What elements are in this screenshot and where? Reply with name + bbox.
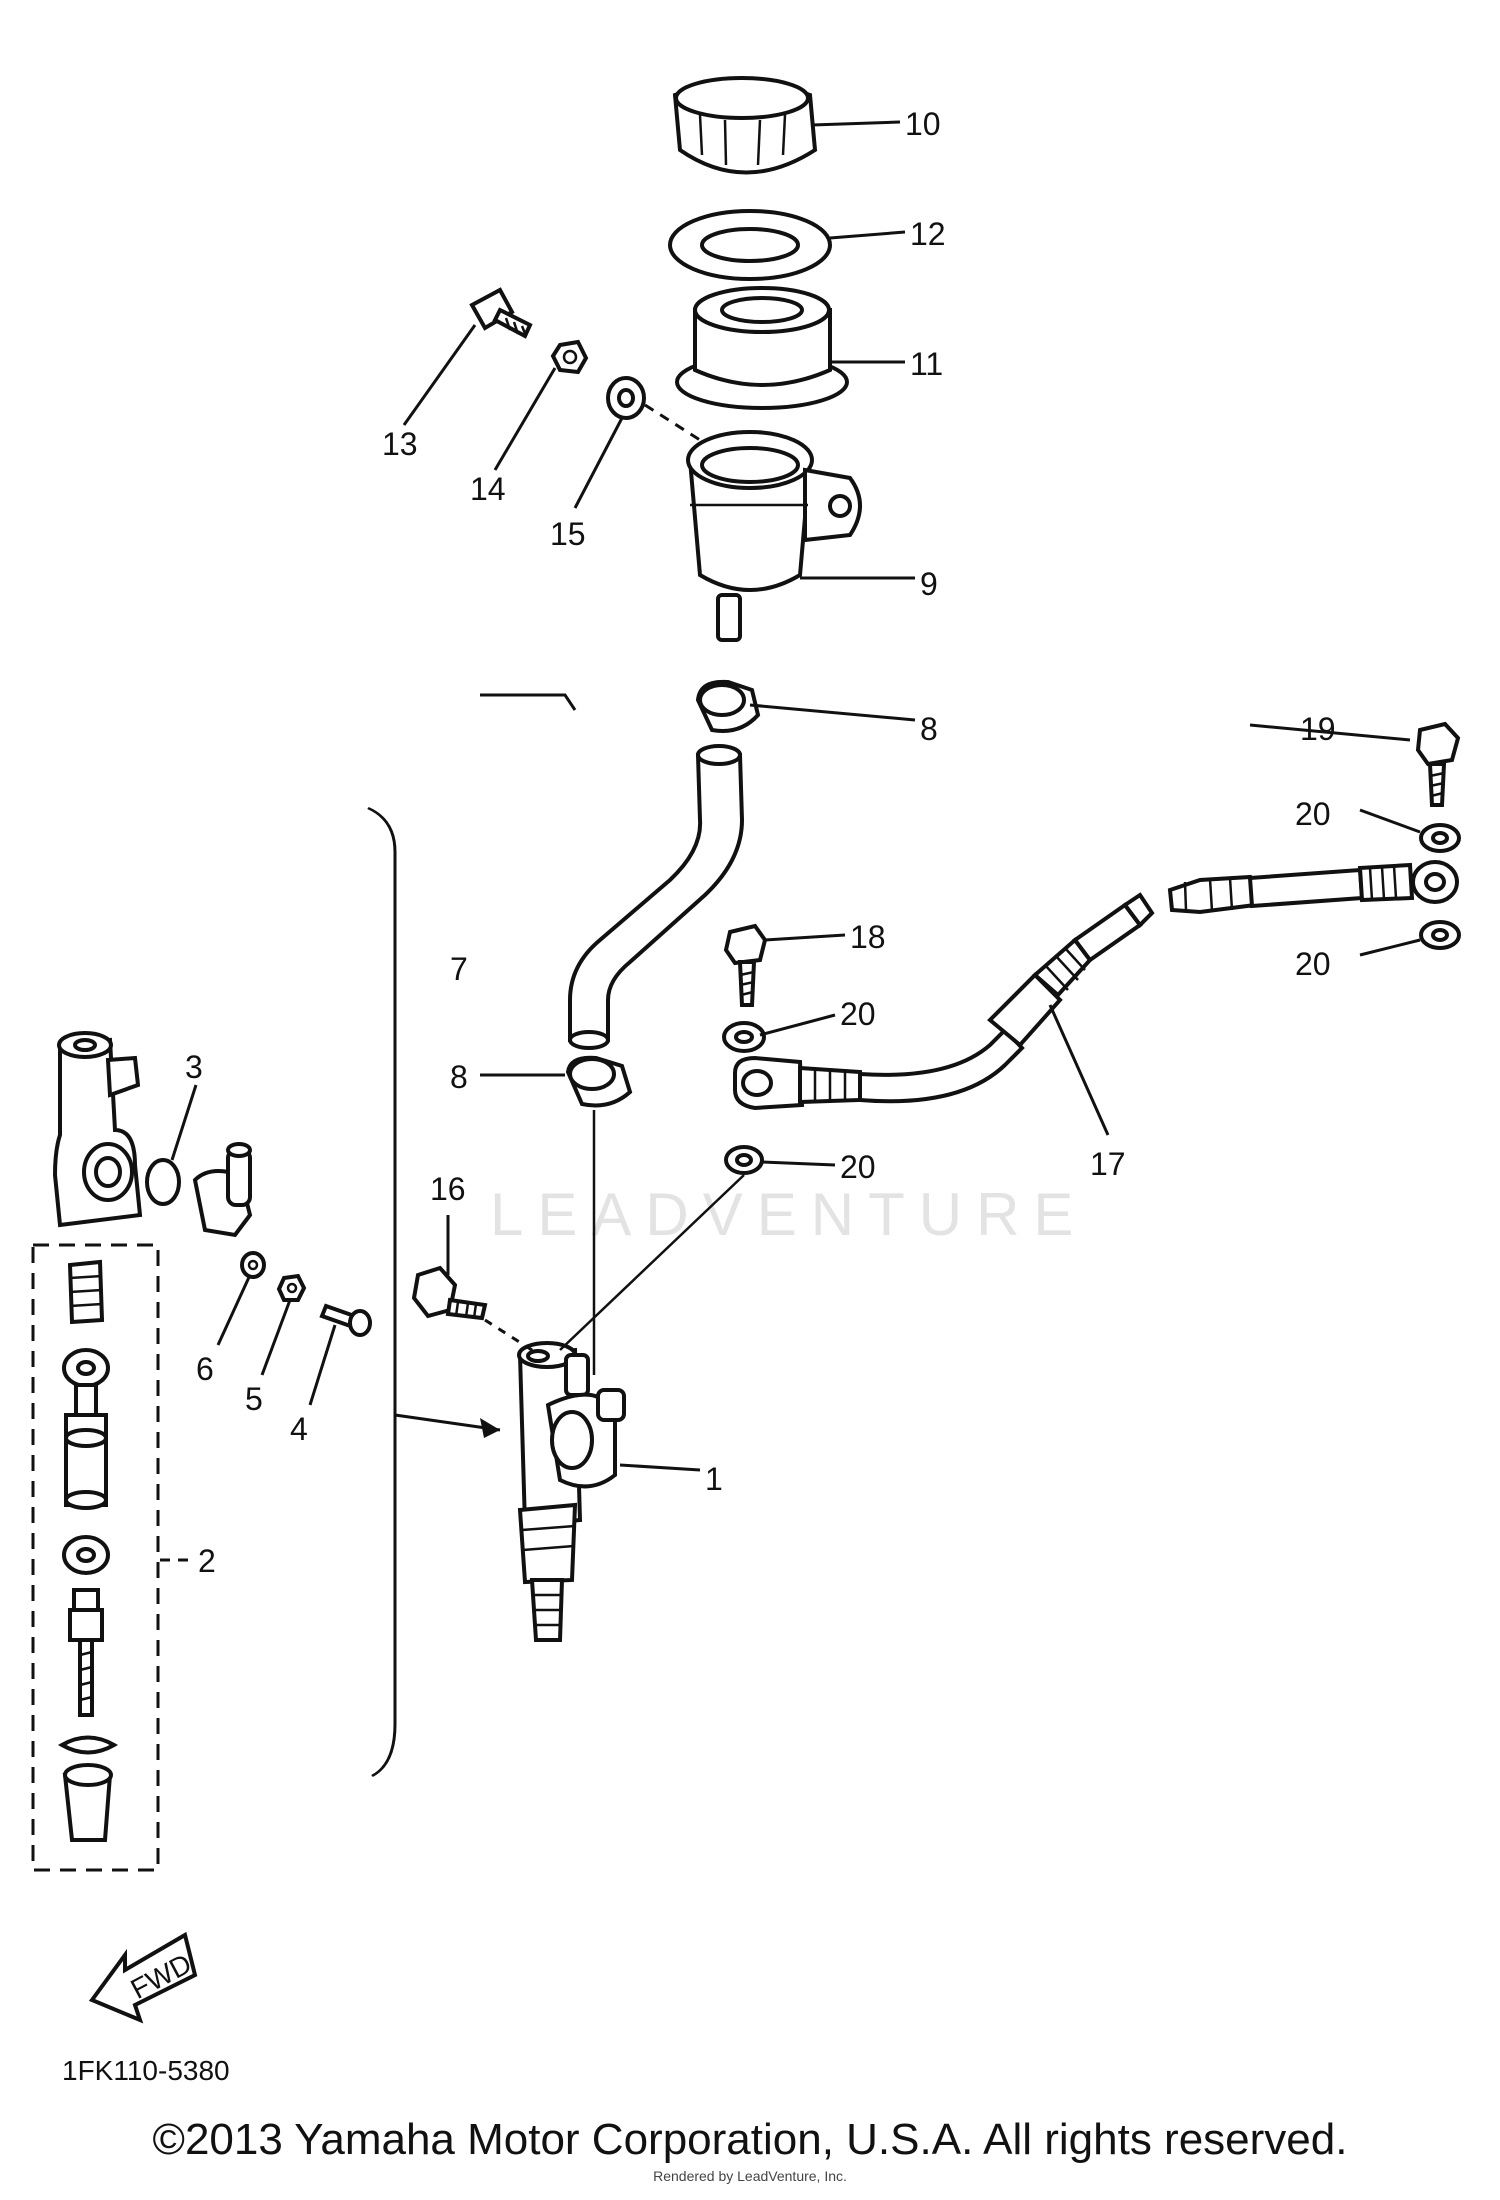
callout-20-c: 20	[840, 996, 876, 1032]
callout-17: 17	[1090, 1146, 1126, 1182]
callout-5: 5	[245, 1381, 263, 1417]
cylinder-kit[interactable]	[57, 1259, 119, 1842]
master-cylinder[interactable]	[517, 1341, 626, 1642]
reservoir-hose[interactable]	[568, 744, 745, 1050]
callout-4: 4	[290, 1411, 308, 1447]
callout-19: 19	[1300, 711, 1336, 747]
callout-10: 10	[905, 106, 941, 142]
watermark: LEADVENTURE	[490, 1181, 1087, 1248]
copper-washer-1[interactable]	[722, 1021, 766, 1053]
diaphragm[interactable]	[675, 286, 849, 410]
brake-hose[interactable]	[733, 892, 1155, 1111]
cylinder-body[interactable]	[52, 1031, 143, 1228]
caliper-fitting[interactable]	[1167, 860, 1459, 915]
diaphragm-plate[interactable]	[668, 209, 832, 281]
callout-7: 7	[450, 951, 468, 987]
joint-washer[interactable]	[240, 1251, 266, 1279]
joint-bolt[interactable]	[319, 1303, 372, 1337]
copper-washer-3[interactable]	[1419, 823, 1461, 853]
copper-washer-2[interactable]	[724, 1145, 764, 1175]
reservoir-washer[interactable]	[606, 376, 646, 420]
callout-18: 18	[850, 919, 886, 955]
reservoir-nut[interactable]	[550, 339, 589, 375]
callout-3: 3	[185, 1049, 203, 1085]
reservoir-screw[interactable]	[469, 287, 533, 339]
callout-11: 11	[910, 346, 943, 382]
callout-15: 15	[550, 516, 586, 552]
callout-2: 2	[198, 1543, 216, 1579]
callout-20-a: 20	[1295, 796, 1331, 832]
rendered-by: Rendered by LeadVenture, Inc.	[653, 2168, 847, 2184]
joint-nut[interactable]	[276, 1273, 307, 1302]
callout-20-b: 20	[1295, 946, 1331, 982]
reservoir-cap[interactable]	[672, 76, 818, 175]
hose-joint[interactable]	[192, 1142, 253, 1238]
callout-8-lower: 8	[450, 1059, 468, 1095]
hose-clamp-upper[interactable]	[695, 679, 761, 733]
reservoir[interactable]	[686, 430, 862, 642]
union-bolt[interactable]	[411, 1265, 488, 1321]
fwd-arrow-icon: FWD	[88, 1931, 198, 2024]
callout-8-upper: 8	[920, 711, 938, 747]
callout-12: 12	[910, 216, 946, 252]
callout-1: 1	[705, 1461, 723, 1497]
diagram-code: 1FK110-5380	[62, 2055, 230, 2086]
callout-6: 6	[196, 1351, 214, 1387]
callout-13: 13	[382, 426, 418, 462]
callout-14: 14	[470, 471, 506, 507]
callout-16: 16	[430, 1171, 466, 1207]
callout-20-d: 20	[840, 1149, 876, 1185]
copper-washer-4[interactable]	[1419, 920, 1461, 950]
callout-9: 9	[920, 566, 938, 602]
union-bolt-18[interactable]	[723, 923, 768, 1007]
o-ring[interactable]	[145, 1158, 181, 1206]
union-bolt-19[interactable]	[1415, 721, 1461, 807]
copyright: ©2013 Yamaha Motor Corporation, U.S.A. A…	[152, 2115, 1348, 2164]
hose-clamp-lower[interactable]	[565, 1055, 633, 1108]
